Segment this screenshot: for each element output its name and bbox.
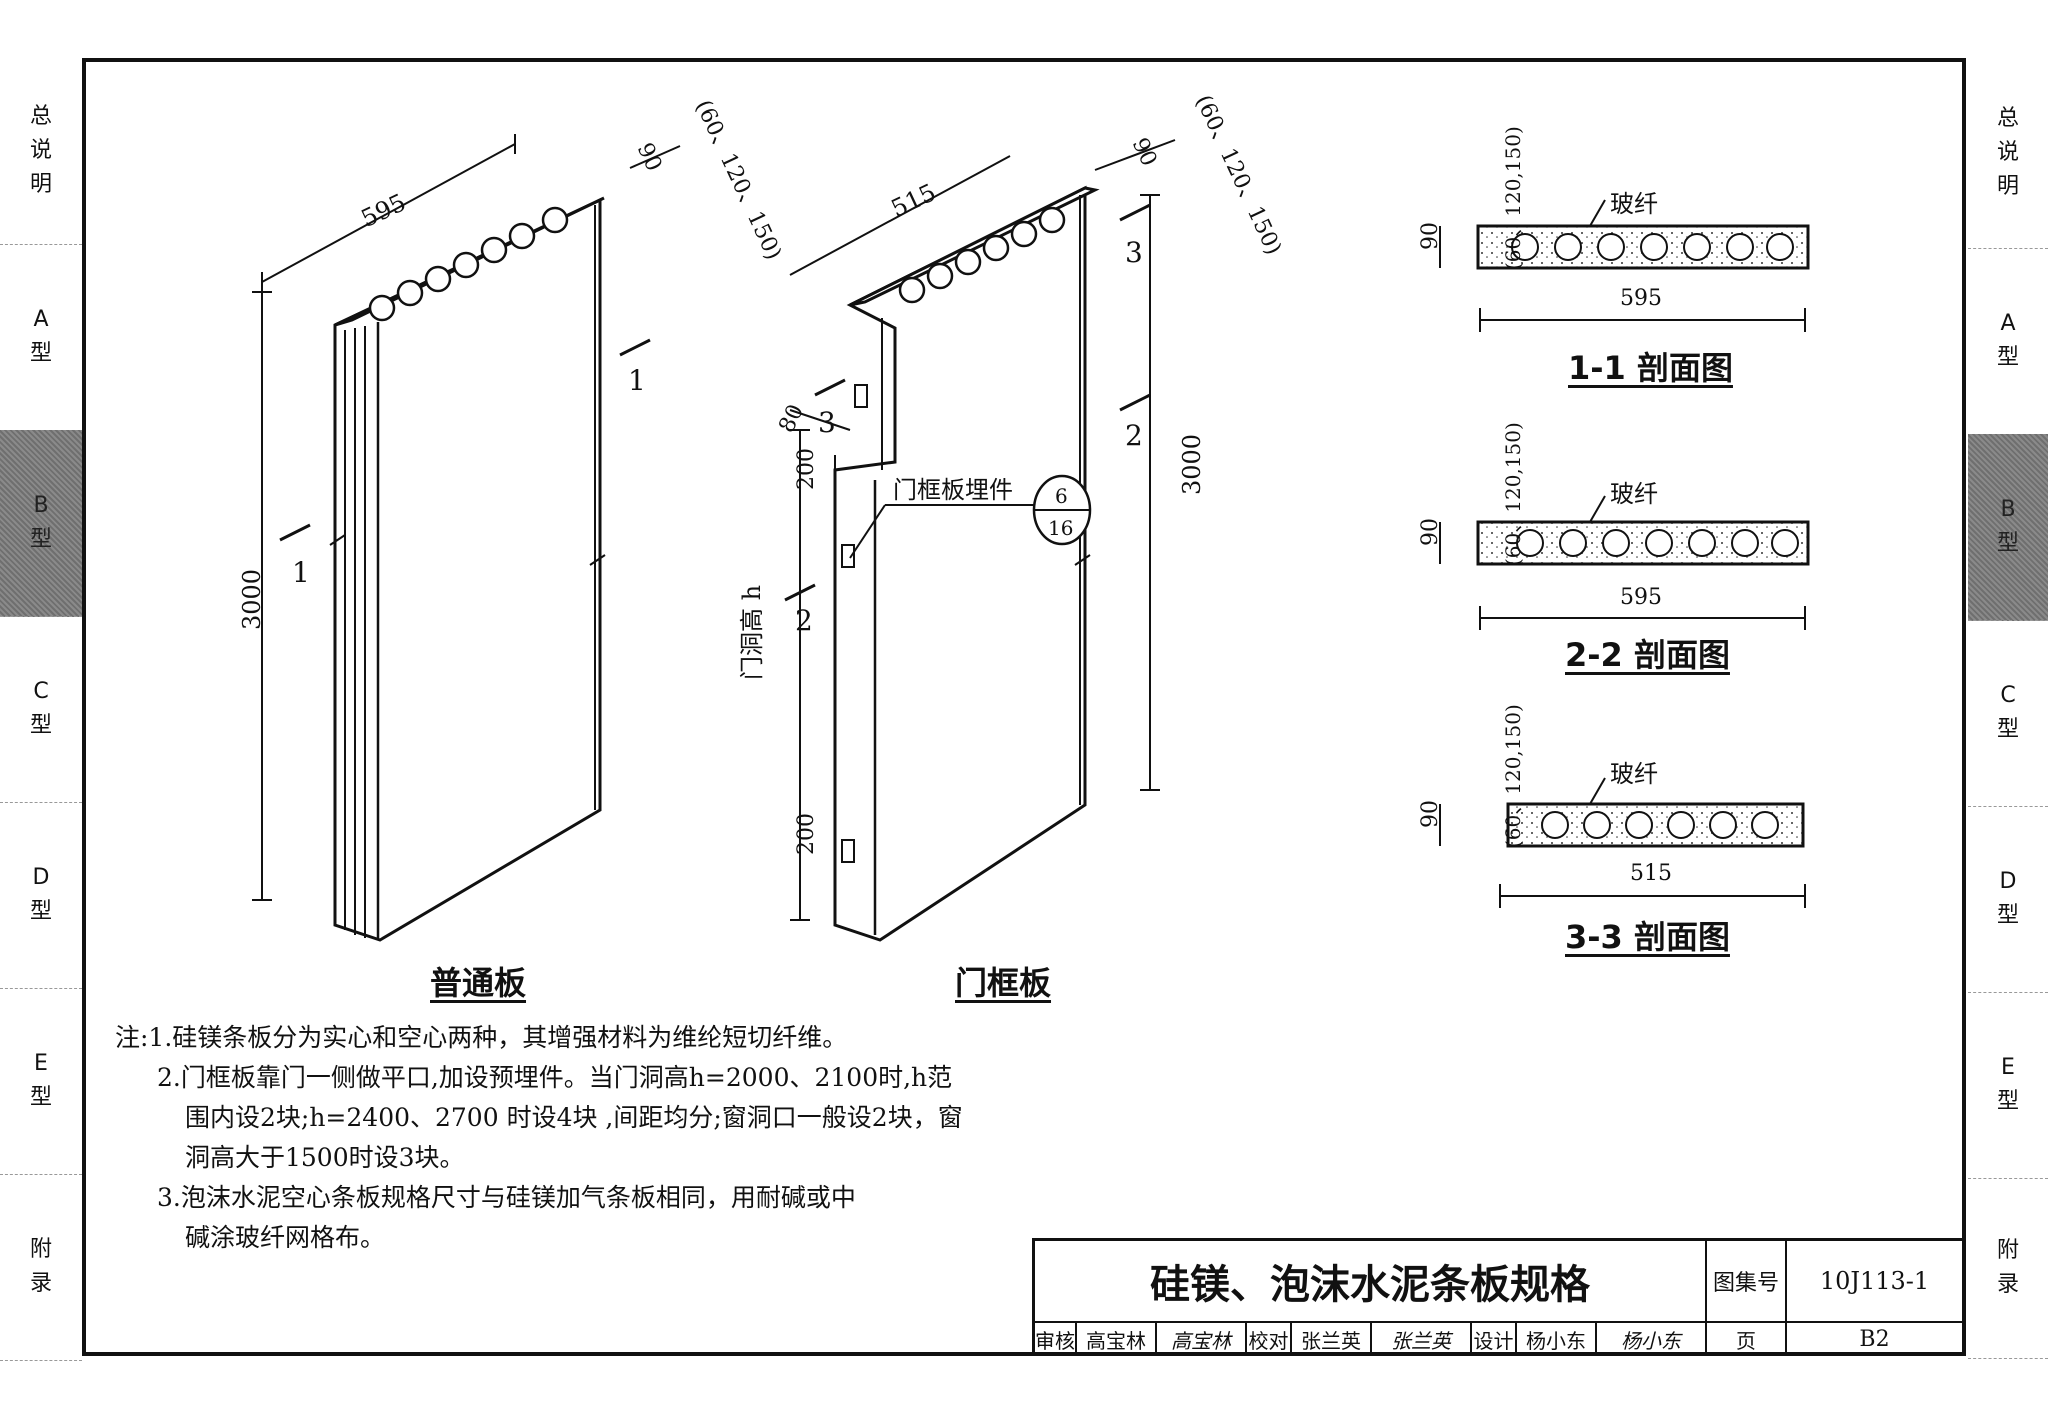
section-3-thickness: 90 [1418,800,1443,828]
tab-d-right[interactable]: D 型 [1968,806,2048,993]
drawing-title: 硅镁、泡沫水泥条板规格 [1035,1241,1707,1323]
reviewer-signature: 高宝林 [1157,1323,1247,1356]
tab-c-right[interactable]: C 型 [1968,620,2048,807]
tab-appendix-left[interactable]: 附 录 [0,1174,82,1361]
door-thickness-dim: 90 [1127,134,1161,170]
note-line-6: 碱涂玻纤网格布。 [185,1223,386,1252]
section-3-width: 515 [1630,861,1672,886]
tab-general-right[interactable]: 总 说 明 [1968,58,2048,249]
door-panel-holes [898,206,1066,304]
common-width-dim: 595 [357,188,410,233]
section-2-thickness: 90 [1418,518,1443,546]
section-3-3 [1439,777,1806,908]
door-dim-200-top: 200 [794,448,819,490]
page-label: 页 [1707,1323,1787,1356]
note-line-3: 围内设2块;h=2400、2700 时设4块 ,间距均分;窗洞口一般设2块，窗 [185,1103,963,1132]
notes: 注:1.硅镁条板分为实心和空心两种，其增强材料为维纶短切纤维。 2.门框板靠门一… [115,1018,1055,1258]
atlas-label: 图集号 [1707,1241,1787,1323]
common-thickness-alt-dim: (60、120、150) [690,96,786,263]
note-line-1: 注:1.硅镁条板分为实心和空心两种，其增强材料为维纶短切纤维。 [115,1023,848,1052]
door-section-mark-2-left: 2 [795,604,813,637]
designer-signature: 杨小东 [1597,1323,1707,1356]
caption-door-panel: 门框板 [955,964,1052,1002]
door-section-mark-2-right: 2 [1125,419,1143,452]
note-line-4: 洞高大于1500时设3块。 [185,1143,465,1172]
section-3-fiber: 玻纤 [1610,760,1658,788]
common-section-mark-upper: 1 [628,364,646,397]
section-1-width: 595 [1620,286,1662,311]
tab-d-left[interactable]: D 型 [0,802,82,989]
section-1-fiber: 玻纤 [1610,190,1658,218]
door-embed-ref-bottom: 16 [1048,516,1073,540]
door-panel [833,185,1100,942]
section-2-2 [1439,495,1810,630]
designer-name: 杨小东 [1517,1323,1597,1356]
tab-c-left[interactable]: C 型 [0,616,82,803]
door-panel-dims [784,139,1176,921]
section-1-thickness: 90 [1418,222,1443,250]
tab-b-left[interactable]: B 型 [0,430,82,617]
door-thickness-alt-dim: (60、120、150) [1190,91,1286,258]
tab-general-left[interactable]: 总 说 明 [0,58,82,245]
section-1-thickness-alt: (60、120,150) [1501,126,1525,270]
title-block: 硅镁、泡沫水泥条板规格 图集号 10J113-1 审核 高宝林 高宝林 校对 张… [1032,1238,1962,1356]
tab-e-right[interactable]: E 型 [1968,992,2048,1179]
reviewer-name: 高宝林 [1077,1323,1157,1356]
checker-signature: 张兰英 [1372,1323,1472,1356]
caption-section-1: 1-1 剖面图 [1568,349,1733,387]
note-line-2: 2.门框板靠门一侧做平口,加设预埋件。当门洞高h=2000、2100时,h范 [157,1063,953,1092]
door-dim-200-bottom: 200 [794,813,819,855]
caption-section-2: 2-2 剖面图 [1565,636,1730,674]
common-section-mark-lower: 1 [292,556,310,589]
checker-name: 张兰英 [1292,1323,1372,1356]
door-embed-label: 门框板埋件 [893,476,1013,504]
review-label: 审核 [1035,1323,1077,1356]
section-2-fiber: 玻纤 [1610,480,1658,508]
page-number: B2 [1859,1327,1890,1352]
note-line-5: 3.泡沫水泥空心条板规格尺寸与硅镁加气条板相同，用耐碱或中 [157,1183,856,1212]
tab-e-left[interactable]: E 型 [0,988,82,1175]
atlas-number: 10J113-1 [1787,1241,1962,1323]
common-panel-holes [368,206,569,322]
tab-appendix-right[interactable]: 附 录 [1968,1178,2048,1359]
door-opening-height-label: 门洞高 h [738,585,766,680]
section-2-thickness-alt: (60、120,150) [1501,422,1525,566]
door-embed-ref-top: 6 [1055,484,1068,508]
tab-b-right[interactable]: B 型 [1968,434,2048,621]
door-width-dim: 515 [887,178,940,223]
section-3-thickness-alt: (60、120,150) [1501,704,1525,848]
drawing-frame [82,58,1966,1356]
section-2-width: 595 [1620,585,1662,610]
door-section-mark-3-right: 3 [1125,236,1143,269]
check-label: 校对 [1247,1323,1292,1356]
common-thickness-dim: 90 [632,139,666,175]
common-panel-dims [252,134,681,901]
common-height-dim: 3000 [238,569,266,630]
design-label: 设计 [1472,1323,1517,1356]
caption-section-3: 3-3 剖面图 [1565,918,1730,956]
section-1-1 [1439,199,1810,332]
door-height-dim: 3000 [1178,434,1206,495]
caption-common-panel: 普通板 [430,964,527,1002]
door-section-mark-3-left: 3 [818,406,836,439]
door-dim-80: 80 [774,401,808,437]
tab-a-right[interactable]: A 型 [1968,248,2048,435]
